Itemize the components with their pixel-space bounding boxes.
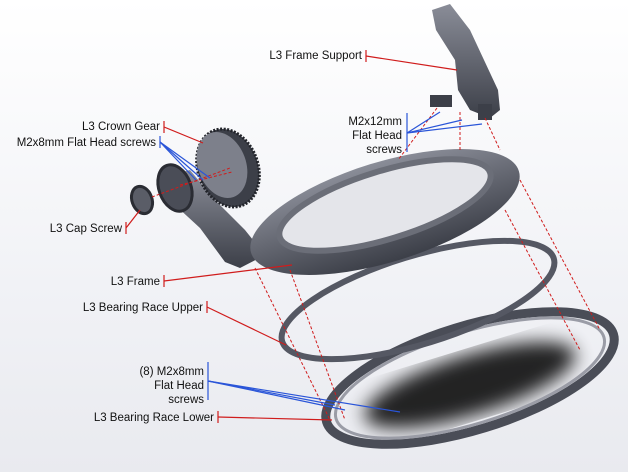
assembly-dashed-lines [151,107,601,421]
svg-text:M2x12mm: M2x12mm [348,116,402,128]
svg-text:L3 Frame: L3 Frame [111,276,160,288]
label-cap-screw: L3 Cap Screw [50,209,141,235]
svg-text:screws: screws [168,394,204,406]
label-m2x8-screws: M2x8mm Flat Head screws [17,136,211,181]
svg-text:screws: screws [366,144,402,156]
svg-text:L3 Crown Gear: L3 Crown Gear [82,121,160,133]
shadow [364,341,576,429]
svg-text:Flat Head: Flat Head [352,130,402,142]
svg-text:L3 Bearing Race Upper: L3 Bearing Race Upper [83,302,203,314]
label-crown-gear: L3 Crown Gear [82,121,204,144]
svg-text:L3 Cap Screw: L3 Cap Screw [50,223,123,235]
frame-ring-part [250,149,520,275]
cap-screw-part [129,184,155,216]
label-m2x12-screws: M2x12mm Flat Head screws [348,111,483,156]
label-frame-support: L3 Frame Support [269,50,458,71]
svg-text:M2x8mm Flat Head screws: M2x8mm Flat Head screws [17,137,157,149]
label-frame: L3 Frame [111,264,293,288]
crown-gear-part [195,127,261,209]
svg-text:L3 Bearing Race Lower: L3 Bearing Race Lower [94,412,214,424]
label-bearing-race-lower: L3 Bearing Race Lower [94,411,333,424]
svg-text:(8) M2x8mm: (8) M2x8mm [139,366,204,378]
frame-support-part [430,4,500,120]
frame-arm-part [170,170,265,268]
label-text: L3 Frame Support [269,50,362,62]
label-bearing-race-upper: L3 Bearing Race Upper [83,301,287,346]
label-m2x8-8-screws: (8) M2x8mm Flat Head screws [139,362,401,413]
svg-text:Flat Head: Flat Head [154,380,204,392]
